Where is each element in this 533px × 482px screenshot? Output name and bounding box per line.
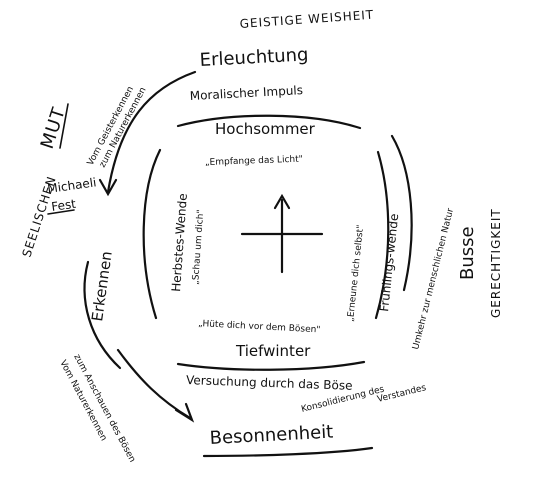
cross-arrowhead xyxy=(273,193,291,210)
label-gerechtigkeit: GERECHTIGKEIT xyxy=(489,208,503,318)
fest-underline xyxy=(47,209,75,215)
arc-top-left-outer xyxy=(106,70,197,194)
label-empfange-das-licht: „Empfange das Licht" xyxy=(205,155,303,168)
arc-lower-left-outer xyxy=(116,348,192,420)
label-versuchung: Versuchung durch das Böse xyxy=(186,373,353,393)
label-erneune-dich-selbst: „Erneune dich selbst" xyxy=(346,224,366,322)
arc-left-inner xyxy=(142,148,162,320)
label-geistige-weisheit: GEISTIGE WEISHEIT xyxy=(239,8,374,31)
label-busse: Busse xyxy=(457,226,478,280)
arc-right-outer xyxy=(390,134,413,292)
besonnenheit-underline xyxy=(202,446,374,458)
arc-upper-inner xyxy=(176,114,362,130)
label-huete-dich: „Hüte dich vor dem Bösen" xyxy=(198,319,321,335)
label-erkennen-outer: Erkennen xyxy=(88,250,116,323)
arc-right-inner xyxy=(374,150,390,320)
label-fest: Fest xyxy=(50,197,77,214)
label-umkehr: Umkehr zur menschlichen Natur xyxy=(411,207,456,351)
label-tiefwinter: Tiefwinter xyxy=(235,342,311,360)
label-hochsommer: Hochsommer xyxy=(215,120,316,138)
arc-left-outer-lower xyxy=(83,260,122,370)
label-verstandes: Verstandes xyxy=(376,383,427,405)
label-besonnenheit: Besonnenheit xyxy=(209,422,334,449)
arc-lower-inner xyxy=(176,360,366,371)
label-herbstes-wende: Herbstes-Wende xyxy=(169,193,190,292)
mut-underline xyxy=(59,103,69,149)
label-fruehlings-wende: Frühlings-wende xyxy=(377,213,401,312)
arrowhead-top-left xyxy=(98,178,118,197)
label-zum-anschauen: zum Anschauen des Bösen xyxy=(71,353,137,465)
arrowhead-lower-left xyxy=(174,402,195,423)
label-erleuchtung: Erleuchtung xyxy=(199,44,309,71)
label-moralischer-impuls: Moralischer Impuls xyxy=(189,83,303,103)
label-schau-um-dich: „Schau um dich" xyxy=(191,209,206,285)
label-mut: MUT xyxy=(37,104,70,151)
label-michaeli: Michaeli xyxy=(46,175,97,196)
